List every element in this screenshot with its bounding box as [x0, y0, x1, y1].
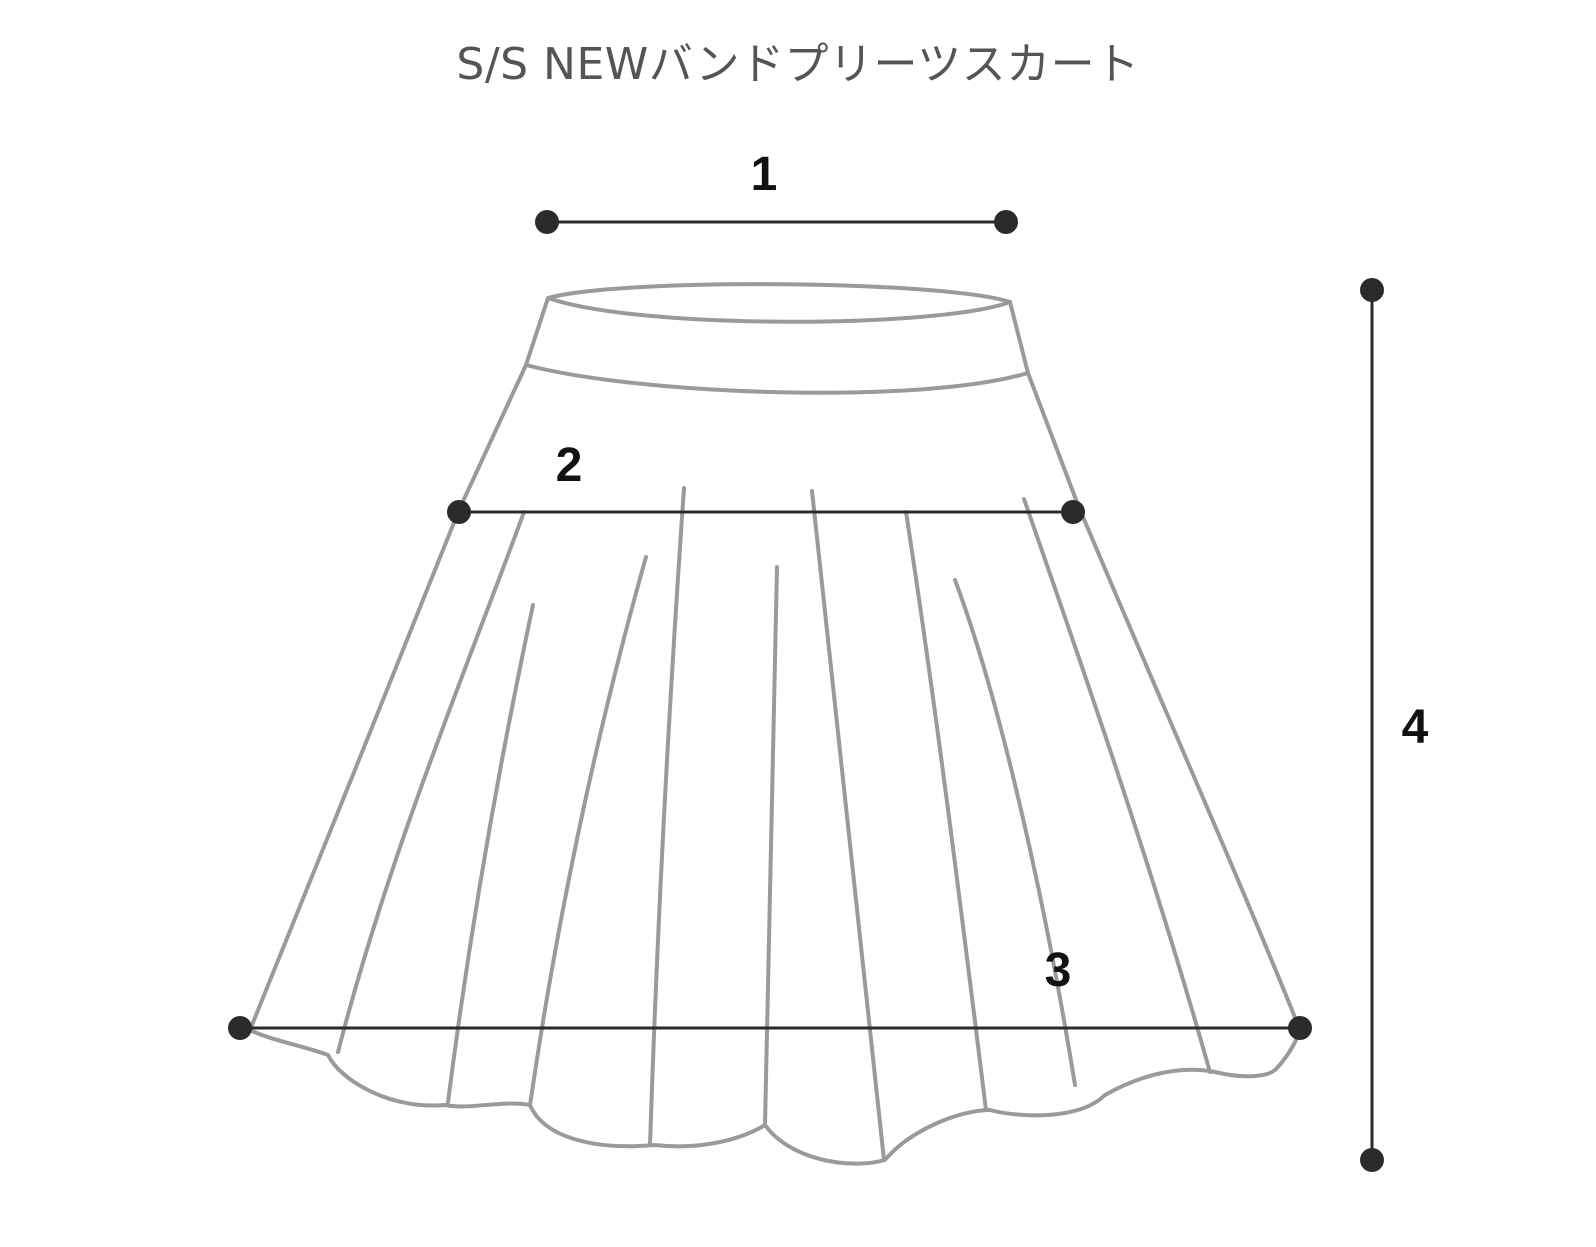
hip-label: 2	[556, 439, 583, 492]
length-label: 4	[1402, 701, 1429, 754]
pleat-line	[1022, 497, 1212, 1074]
skirt-left-edge	[248, 363, 528, 1032]
measurement-lines	[228, 210, 1384, 1172]
pleat-line	[528, 555, 648, 1107]
pleat-line	[446, 603, 535, 1104]
pleat-line	[763, 565, 779, 1127]
skirt-right-edge	[1026, 371, 1302, 1032]
waist-measure-dot	[535, 210, 559, 234]
waist-label: 1	[751, 148, 778, 201]
pleat-line	[904, 510, 988, 1112]
pleat-line	[810, 489, 886, 1162]
pleat-line	[648, 486, 686, 1147]
waistband-top	[546, 282, 1012, 324]
hem-measure-dot	[1288, 1016, 1312, 1040]
skirt-hem	[248, 1028, 1302, 1166]
hip-measure-dot	[447, 500, 471, 524]
length-measure-dot	[1360, 1148, 1384, 1172]
waistband-bottom	[524, 363, 1030, 395]
hem-label: 3	[1045, 944, 1072, 997]
waistband-left-side	[524, 296, 550, 367]
hem-measure-dot	[228, 1016, 252, 1040]
length-measure-dot	[1360, 278, 1384, 302]
hip-measure-dot	[1061, 500, 1085, 524]
pleat-line	[953, 578, 1077, 1087]
page-title: S/S NEWバンドプリーツスカート	[456, 39, 1140, 90]
skirt-illustration	[248, 282, 1302, 1166]
pleat-line	[336, 510, 526, 1054]
waistband-right-side	[1008, 300, 1030, 375]
waist-measure-dot	[994, 210, 1018, 234]
